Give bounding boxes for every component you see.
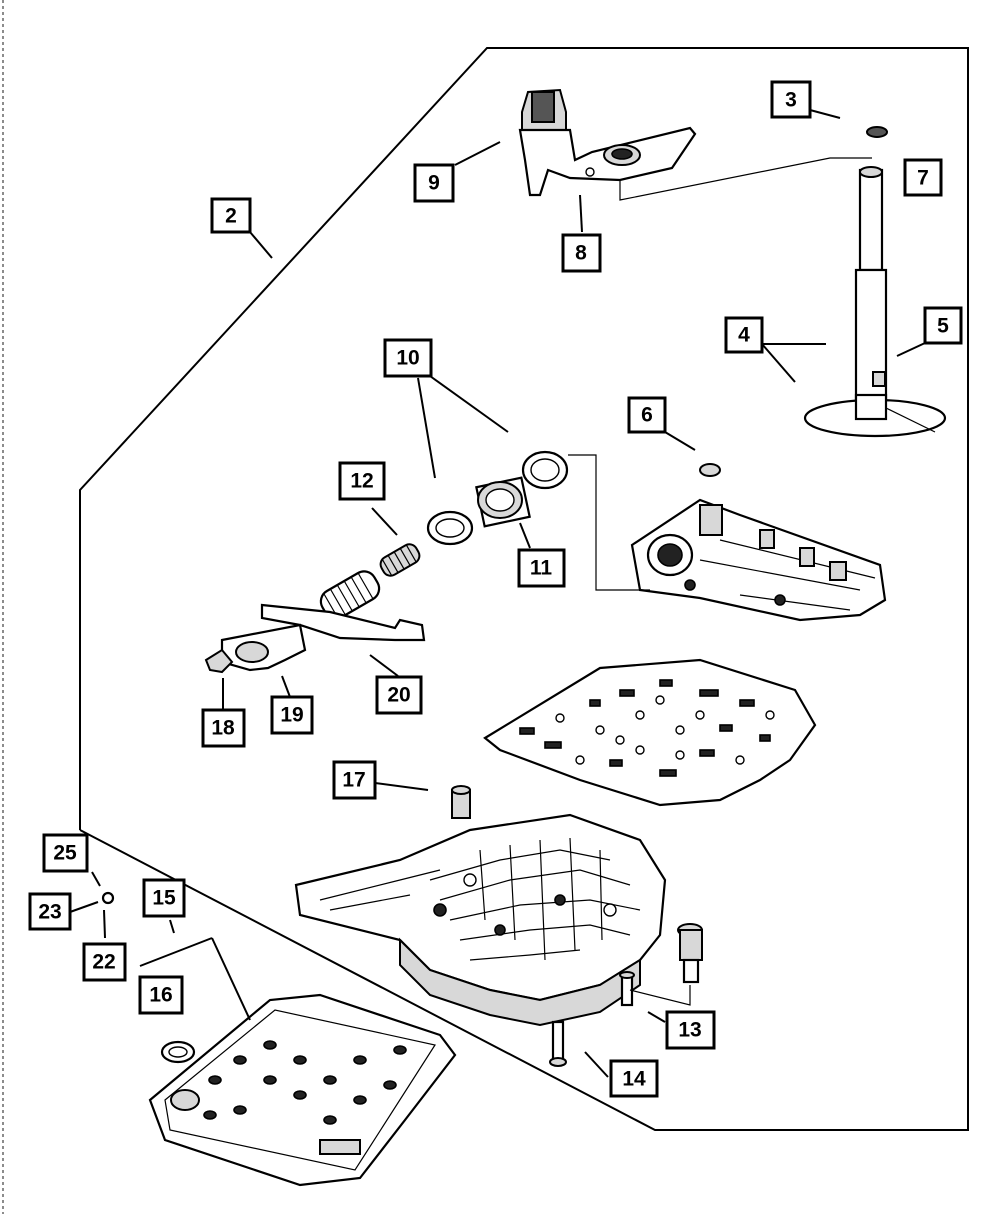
callout-25: 25 bbox=[42, 833, 89, 873]
callout-label: 14 bbox=[622, 1068, 646, 1091]
callout-label: 11 bbox=[530, 557, 553, 580]
callout-label: 6 bbox=[641, 404, 653, 427]
callout-14: 14 bbox=[609, 1059, 659, 1098]
separator-plate-part bbox=[483, 658, 817, 807]
shaft-disc-part bbox=[803, 126, 947, 438]
callout-label: 16 bbox=[149, 984, 172, 1007]
valve-body-lower-part bbox=[294, 785, 667, 1027]
callout-13: 13 bbox=[665, 1010, 716, 1050]
callout-5: 5 bbox=[923, 306, 963, 345]
callout-label: 8 bbox=[575, 242, 587, 265]
callout-label: 22 bbox=[92, 951, 115, 974]
callout-17: 17 bbox=[332, 760, 377, 800]
valve-body-upper-part bbox=[630, 463, 887, 622]
callout-label: 20 bbox=[387, 684, 410, 707]
callout-label: 2 bbox=[225, 205, 237, 228]
lever-bracket-part bbox=[204, 603, 426, 674]
callout-label: 7 bbox=[917, 167, 929, 190]
callout-10: 10 bbox=[383, 338, 433, 378]
callout-19: 19 bbox=[270, 695, 314, 735]
callout-label: 18 bbox=[211, 717, 235, 740]
callout-9: 9 bbox=[413, 163, 455, 203]
callout-label: 3 bbox=[785, 89, 797, 112]
callout-4: 4 bbox=[724, 316, 764, 354]
filter-pan-part bbox=[148, 993, 457, 1187]
seal-spacer-parts bbox=[426, 450, 569, 546]
callout-15: 15 bbox=[142, 878, 186, 918]
callout-20: 20 bbox=[375, 675, 423, 715]
callout-label: 23 bbox=[38, 901, 61, 924]
callout-12: 12 bbox=[338, 461, 386, 501]
callout-23: 23 bbox=[28, 892, 72, 931]
springs-part bbox=[319, 543, 421, 620]
callout-6: 6 bbox=[627, 396, 667, 434]
callout-label: 9 bbox=[428, 172, 440, 195]
callout-label: 17 bbox=[342, 769, 365, 792]
callout-label: 5 bbox=[937, 315, 949, 338]
leader-lines bbox=[69, 109, 926, 1078]
plug-bolts-part bbox=[549, 923, 703, 1067]
callout-label: 4 bbox=[738, 324, 750, 347]
callout-8: 8 bbox=[561, 233, 602, 273]
callout-label: 19 bbox=[280, 704, 303, 727]
callout-label: 25 bbox=[53, 842, 77, 865]
assembly-boundary bbox=[79, 47, 969, 1131]
callout-label: 12 bbox=[350, 470, 373, 493]
callout-label: 13 bbox=[678, 1019, 701, 1042]
solenoid-bracket-part bbox=[518, 88, 697, 197]
callout-16: 16 bbox=[138, 975, 184, 1015]
callout-7: 7 bbox=[903, 158, 943, 197]
callout-11: 11 bbox=[517, 548, 566, 588]
callout-3: 3 bbox=[770, 80, 812, 119]
callout-2: 2 bbox=[210, 197, 252, 234]
callout-18: 18 bbox=[201, 708, 246, 748]
callout-label: 15 bbox=[152, 887, 176, 910]
small-ball-part bbox=[101, 891, 115, 905]
callout-22: 22 bbox=[82, 942, 127, 982]
callout-label: 10 bbox=[396, 347, 419, 370]
